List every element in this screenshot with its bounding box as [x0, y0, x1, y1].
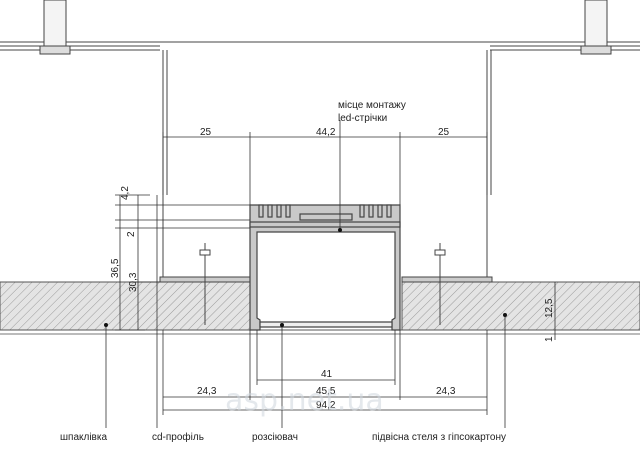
dim-bottom-center: 45,5	[316, 386, 336, 397]
top-ceiling-structure	[0, 0, 640, 282]
dim-top-left: 25	[200, 127, 212, 138]
label-diffuser: розсіювач	[252, 432, 298, 443]
dim-top-right: 25	[438, 127, 450, 138]
dim-inner-41: 41	[321, 369, 333, 380]
title-line-1: місце монтажу	[338, 100, 406, 111]
dim-36-5: 36,5	[110, 258, 121, 278]
screws	[199, 243, 446, 325]
dim-bottom-total: 94,2	[316, 400, 336, 411]
leader-dots	[104, 228, 507, 327]
label-cd-profile: cd-профіль	[152, 431, 204, 443]
dim-2: 2	[126, 231, 137, 237]
watermark: asp.net.ua	[225, 383, 384, 418]
dim-bottom-right: 24,3	[436, 386, 456, 397]
title-line-2: led-стрічки	[338, 113, 387, 124]
dim-top-center: 44,2	[316, 127, 336, 138]
dim-1: 1	[544, 336, 555, 342]
dimension-lines	[105, 120, 556, 428]
label-ceiling: підвісна стеля з гіпсокартону	[372, 432, 506, 443]
label-putty: шпаклівка	[60, 432, 107, 443]
dim-30-3: 30,3	[128, 272, 139, 292]
cd-profile	[159, 276, 493, 283]
drywall-ceiling	[0, 281, 640, 335]
dim-4-2: 4,2	[120, 186, 131, 200]
led-aluminum-profile	[249, 204, 401, 331]
dim-12-5: 12,5	[544, 298, 555, 318]
dim-bottom-left: 24,3	[197, 386, 217, 397]
